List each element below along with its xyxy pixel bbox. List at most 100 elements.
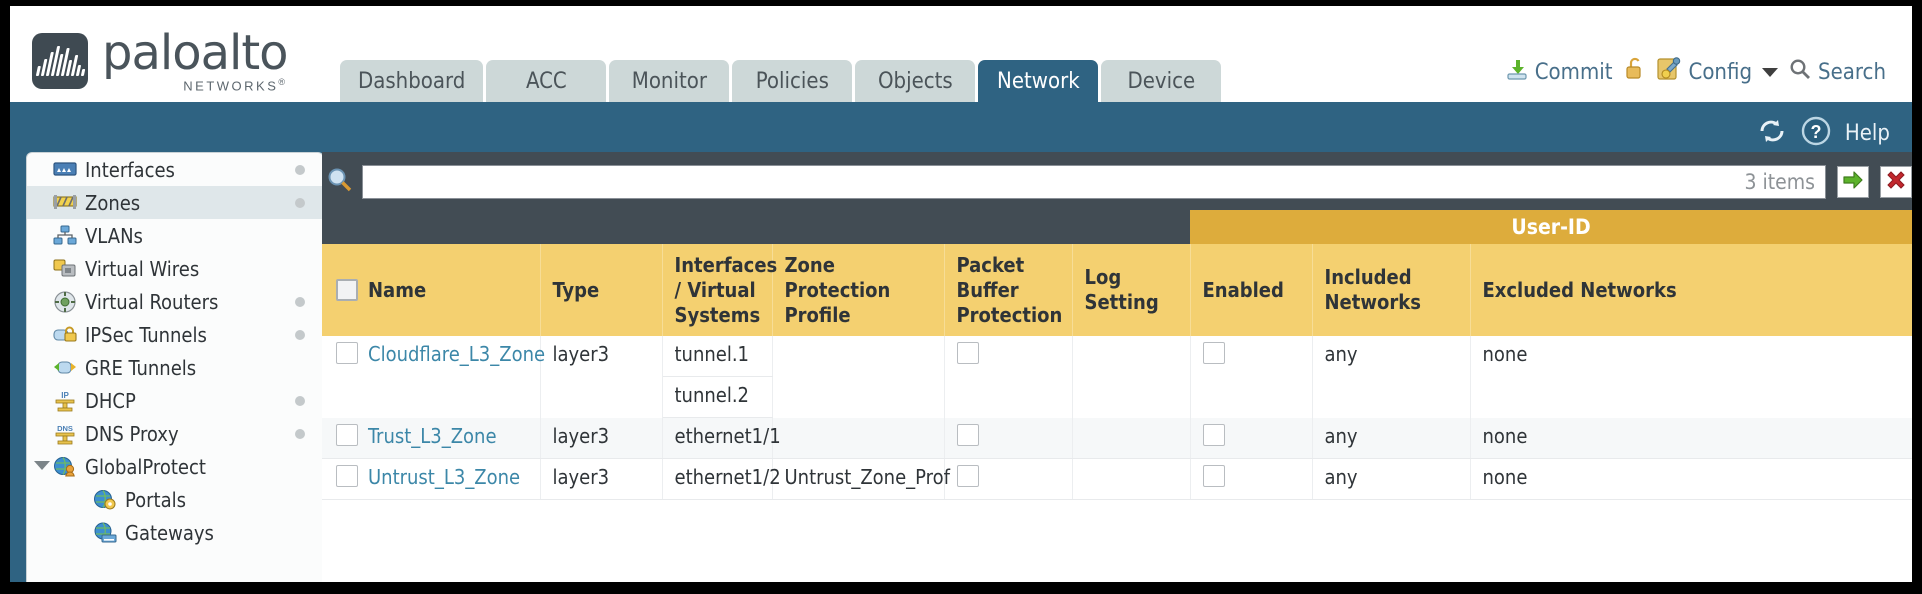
table-row[interactable]: Trust_L3_Zone layer3 ethernet1/1 any bbox=[322, 417, 1912, 459]
clear-filter-button[interactable] bbox=[1880, 166, 1912, 198]
sidebar-item-label: Interfaces bbox=[85, 157, 175, 182]
cell-interface: ethernet1/2 bbox=[662, 458, 781, 500]
cell-packet-buffer-protection[interactable] bbox=[944, 458, 1073, 500]
select-all-checkbox[interactable] bbox=[336, 279, 358, 301]
column-header-included-networks[interactable]: Included Networks bbox=[1312, 244, 1471, 336]
tab-acc[interactable]: ACC bbox=[486, 60, 607, 102]
tab-objects[interactable]: Objects bbox=[855, 60, 976, 102]
select-all-checkbox-cell[interactable] bbox=[322, 244, 360, 336]
sidebar-item-virtual-routers[interactable]: Virtual Routers bbox=[27, 285, 323, 318]
cell-name[interactable]: Untrust_L3_Zone bbox=[360, 458, 541, 500]
network-sidebar[interactable]: Interfaces Zones VLANs Virtual Wires bbox=[26, 152, 324, 582]
table-group-header-row: User-ID bbox=[322, 210, 1912, 244]
cell-user-id-enabled[interactable] bbox=[1190, 336, 1313, 418]
sidebar-item-ipsec-tunnels[interactable]: IPSec Tunnels bbox=[27, 318, 323, 351]
sidebar-item-zones[interactable]: Zones bbox=[27, 186, 323, 219]
table-row[interactable]: Untrust_L3_Zone layer3 ethernet1/2 Untru… bbox=[322, 458, 1912, 500]
sidebar-item-virtual-wires[interactable]: Virtual Wires bbox=[27, 252, 323, 285]
packet-buffer-protection-checkbox[interactable] bbox=[956, 423, 979, 446]
tab-policies[interactable]: Policies bbox=[732, 60, 853, 102]
unlock-icon[interactable] bbox=[1623, 56, 1647, 88]
commit-button[interactable]: Commit bbox=[1505, 57, 1613, 87]
header-tools: Commit Config bbox=[1505, 56, 1886, 88]
packet-buffer-protection-checkbox[interactable] bbox=[956, 342, 979, 364]
refresh-icon[interactable] bbox=[1757, 117, 1787, 150]
cell-name[interactable]: Cloudflare_L3_Zone bbox=[360, 336, 545, 418]
search-input[interactable]: 3 items bbox=[362, 165, 1826, 199]
sidebar-item-gateways[interactable]: Gateways bbox=[27, 516, 323, 549]
table-row-continuation[interactable]: tunnel.2 bbox=[322, 376, 1912, 418]
column-header-zone-protection-profile[interactable]: Zone Protection Profile bbox=[772, 244, 945, 336]
cell-zone-protection-profile bbox=[772, 417, 945, 459]
table-row[interactable]: Cloudflare_L3_Zone layer3 tunnel.1 any bbox=[322, 336, 1912, 418]
green-arrow-apply-icon bbox=[1842, 169, 1864, 196]
sidebar-item-globalprotect[interactable]: GlobalProtect bbox=[27, 450, 323, 483]
tab-device[interactable]: Device bbox=[1101, 60, 1222, 102]
tab-monitor[interactable]: Monitor bbox=[609, 60, 730, 102]
column-header-interfaces-virtual-systems[interactable]: Interfaces / Virtual Systems bbox=[662, 244, 777, 336]
interfaces-icon bbox=[53, 159, 77, 181]
cell-name[interactable]: Trust_L3_Zone bbox=[360, 417, 541, 459]
cell-user-id-enabled[interactable] bbox=[1190, 458, 1313, 500]
help-question-icon[interactable]: ? bbox=[1801, 116, 1831, 151]
row-checkbox[interactable] bbox=[336, 423, 358, 446]
row-checkbox-cell[interactable] bbox=[322, 336, 360, 418]
chevron-down-icon bbox=[1762, 67, 1779, 77]
sidebar-item-dhcp[interactable]: IP DHCP bbox=[27, 384, 323, 417]
column-header-excluded-networks[interactable]: Excluded Networks bbox=[1470, 244, 1912, 336]
column-header-enabled[interactable]: Enabled bbox=[1190, 244, 1313, 336]
brand-name: paloalto bbox=[102, 25, 289, 81]
red-x-clear-icon bbox=[1885, 169, 1907, 196]
zone-name-link[interactable]: Untrust_L3_Zone bbox=[368, 465, 521, 489]
ipsec-tunnels-icon bbox=[53, 324, 77, 346]
sidebar-item-portals[interactable]: Portals bbox=[27, 483, 323, 516]
main-nav-tabs: Dashboard ACC Monitor Policies Objects N… bbox=[340, 54, 1224, 102]
column-header-type[interactable]: Type bbox=[540, 244, 663, 336]
search-label: Search bbox=[1818, 59, 1886, 85]
search-button[interactable]: Search bbox=[1788, 57, 1886, 87]
sidebar-item-label: DHCP bbox=[85, 388, 136, 413]
column-header-packet-buffer-protection[interactable]: Packet Buffer Protection bbox=[944, 244, 1073, 336]
zones-table: User-ID Name Type Interfaces / Virtual S… bbox=[322, 210, 1912, 582]
tab-dashboard[interactable]: Dashboard bbox=[340, 60, 484, 102]
row-checkbox[interactable] bbox=[336, 342, 358, 364]
sidebar-item-label: IPSec Tunnels bbox=[85, 322, 207, 347]
sidebar-item-label: DNS Proxy bbox=[85, 421, 179, 446]
sidebar-item-interfaces[interactable]: Interfaces bbox=[27, 153, 323, 186]
sidebar-item-dns-proxy[interactable]: DNS DNS Proxy bbox=[27, 417, 323, 450]
row-checkbox[interactable] bbox=[336, 465, 358, 487]
items-count-label: 3 items bbox=[1744, 170, 1815, 194]
zone-name-link[interactable]: Cloudflare_L3_Zone bbox=[368, 342, 546, 366]
sidebar-item-gre-tunnels[interactable]: GRE Tunnels bbox=[27, 351, 323, 384]
zone-name-link[interactable]: Trust_L3_Zone bbox=[368, 423, 497, 448]
brand-subtitle: NETWORKS® bbox=[183, 77, 288, 94]
cell-packet-buffer-protection[interactable] bbox=[944, 417, 1073, 459]
user-id-enabled-checkbox[interactable] bbox=[1202, 423, 1225, 446]
expand-collapse-caret-icon[interactable] bbox=[34, 461, 50, 470]
column-header-log-setting[interactable]: Log Setting bbox=[1072, 244, 1191, 336]
table-header-row: Name Type Interfaces / Virtual Systems Z… bbox=[322, 244, 1912, 336]
apply-filter-button[interactable] bbox=[1837, 166, 1869, 198]
cell-excluded-networks: none bbox=[1470, 417, 1912, 459]
sidebar-status-dot bbox=[295, 429, 305, 439]
help-label[interactable]: Help bbox=[1844, 121, 1890, 146]
paloalto-logo-icon bbox=[32, 33, 88, 90]
user-id-enabled-checkbox[interactable] bbox=[1202, 342, 1225, 364]
sidebar-item-vlans[interactable]: VLANs bbox=[27, 219, 323, 252]
search-magnifier-icon[interactable] bbox=[326, 166, 354, 199]
row-checkbox-cell[interactable] bbox=[322, 417, 360, 459]
cell-packet-buffer-protection[interactable] bbox=[944, 336, 1073, 418]
config-menu[interactable]: Config bbox=[1656, 56, 1779, 88]
cell-log-setting bbox=[1072, 336, 1191, 418]
tab-network[interactable]: Network bbox=[978, 60, 1099, 102]
cell-interface: tunnel.1 bbox=[662, 336, 773, 377]
config-label: Config bbox=[1688, 59, 1753, 85]
row-checkbox-cell[interactable] bbox=[322, 458, 360, 500]
virtual-wires-icon bbox=[53, 258, 77, 280]
gateways-icon bbox=[93, 522, 117, 544]
column-header-name[interactable]: Name bbox=[360, 244, 541, 336]
cell-user-id-enabled[interactable] bbox=[1190, 417, 1313, 459]
packet-buffer-protection-checkbox[interactable] bbox=[956, 465, 979, 487]
config-wrench-icon bbox=[1656, 56, 1683, 88]
user-id-enabled-checkbox[interactable] bbox=[1202, 465, 1225, 487]
